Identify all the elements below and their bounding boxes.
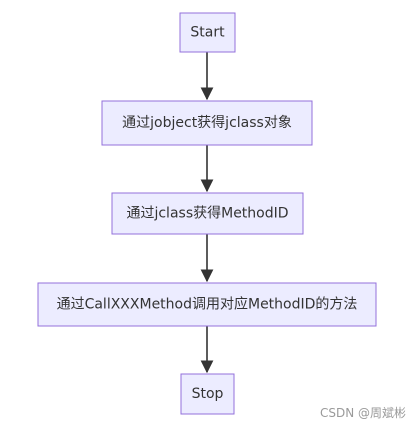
- node-call-method-label: 通过CallXXXMethod调用对应MethodID的方法: [57, 296, 358, 313]
- node-start: Start: [179, 12, 236, 53]
- node-get-jclass-label: 通过jobject获得jclass对象: [122, 114, 292, 131]
- node-stop-label: Stop: [192, 386, 224, 402]
- node-call-method: 通过CallXXXMethod调用对应MethodID的方法: [37, 282, 377, 327]
- node-get-methodid: 通过jclass获得MethodID: [111, 192, 304, 235]
- node-stop: Stop: [180, 373, 235, 415]
- node-start-label: Start: [190, 25, 225, 41]
- node-get-methodid-label: 通过jclass获得MethodID: [126, 205, 288, 222]
- node-get-jclass: 通过jobject获得jclass对象: [101, 100, 313, 146]
- watermark-text: CSDN @周斌彬: [319, 406, 406, 420]
